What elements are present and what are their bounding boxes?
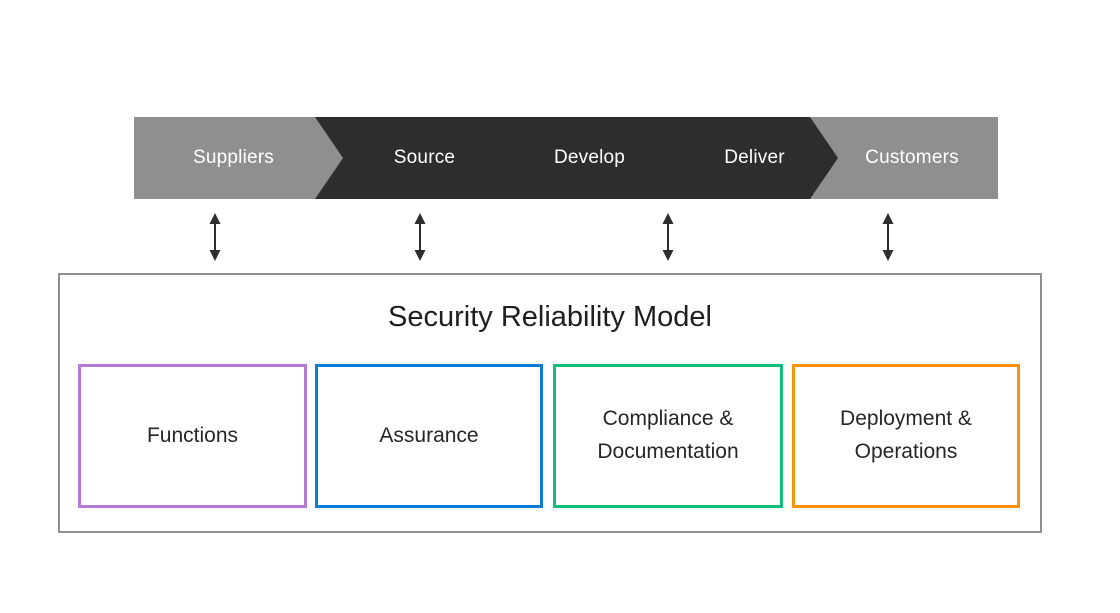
- pillar-functions: Functions: [78, 364, 307, 508]
- pillar-assurance: Assurance: [315, 364, 543, 508]
- two-way-arrow-icon: [881, 213, 895, 261]
- two-way-arrow-icon: [661, 213, 675, 261]
- two-way-arrow-icon: [208, 213, 222, 261]
- stage-develop-label: Develop: [553, 147, 626, 168]
- pillar-deployment-operations: Deployment & Operations: [792, 364, 1020, 508]
- pillar-compliance-documentation-label: Compliance & Documentation: [597, 407, 739, 463]
- process-flow-ribbon: Suppliers Source Develop Deliver Custome…: [0, 117, 1120, 199]
- stage-deliver-label: Deliver: [724, 147, 785, 168]
- two-way-arrow-icon: [413, 213, 427, 261]
- stage-customers-label: Customers: [865, 147, 959, 168]
- pillar-functions-label: Functions: [146, 423, 239, 447]
- pillar-assurance-label: Assurance: [379, 423, 479, 447]
- stage-deliver: Deliver: [645, 117, 846, 199]
- stage-customers: Customers: [810, 117, 998, 199]
- stage-develop: Develop: [480, 117, 681, 199]
- pillar-deployment-operations-label: Deployment & Operations: [840, 407, 972, 463]
- stage-suppliers: Suppliers: [134, 117, 347, 199]
- model-title: Security Reliability Model: [388, 301, 712, 333]
- stage-source-label: Source: [393, 147, 456, 168]
- pillar-compliance-documentation: Compliance & Documentation: [553, 364, 783, 508]
- stage-suppliers-label: Suppliers: [192, 147, 274, 168]
- stage-source: Source: [315, 117, 516, 199]
